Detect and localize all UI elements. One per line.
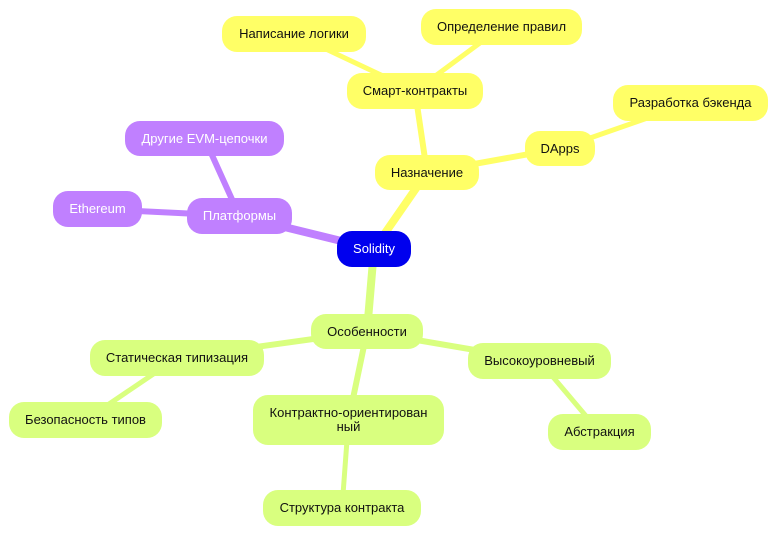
node-type-safety[interactable]: Безопасность типов: [9, 402, 162, 438]
node-ethereum[interactable]: Ethereum: [53, 191, 142, 227]
node-smart-contracts[interactable]: Смарт-контракты: [347, 73, 483, 109]
node-contract-structure[interactable]: Структура контракта: [263, 490, 421, 526]
node-solidity[interactable]: Solidity: [337, 231, 411, 267]
node-high-level[interactable]: Высокоуровневый: [468, 343, 611, 379]
node-platforms[interactable]: Платформы: [187, 198, 292, 234]
node-contract-oriented[interactable]: Контрактно-ориентирован ный: [253, 395, 444, 445]
node-static-typing[interactable]: Статическая типизация: [90, 340, 264, 376]
node-writing-logic[interactable]: Написание логики: [222, 16, 366, 52]
node-abstraction[interactable]: Абстракция: [548, 414, 651, 450]
node-other-evm-chains[interactable]: Другие EVM-цепочки: [125, 121, 284, 156]
node-defining-rules[interactable]: Определение правил: [421, 9, 582, 45]
node-features[interactable]: Особенности: [311, 314, 423, 349]
node-dapps[interactable]: DApps: [525, 131, 595, 166]
node-backend-development[interactable]: Разработка бэкенда: [613, 85, 768, 121]
node-purpose[interactable]: Назначение: [375, 155, 479, 190]
